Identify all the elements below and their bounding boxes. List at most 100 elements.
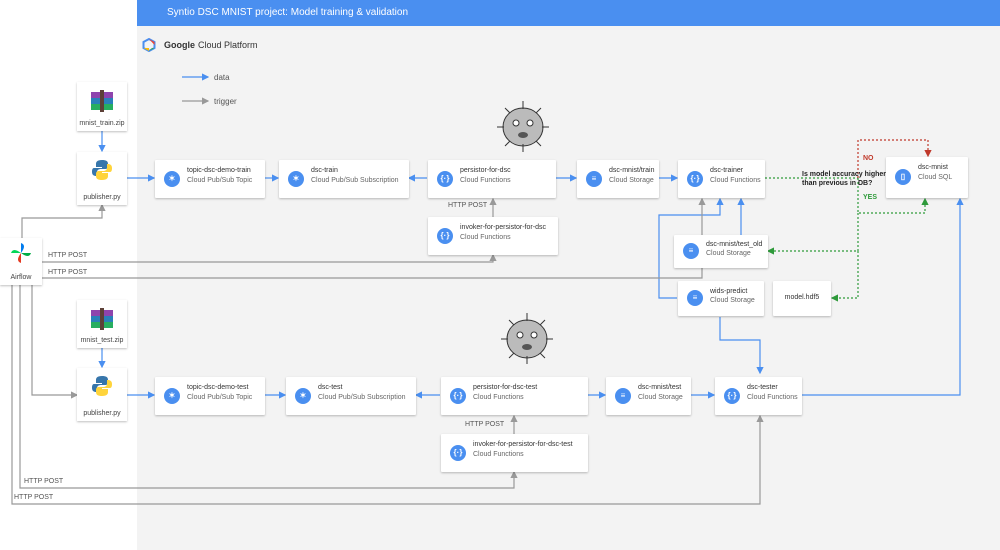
- card-type: Cloud Storage: [638, 394, 683, 401]
- diagram-title: Syntio DSC MNIST project: Model training…: [167, 7, 409, 18]
- conn-decision-no: [857, 139, 932, 178]
- conn-airflow-invoker-test: [19, 285, 518, 489]
- conn-decision-yes-db: [857, 178, 929, 214]
- conn-predict-trainer: [658, 197, 724, 299]
- pubsub-icon: ✶: [164, 388, 180, 404]
- legend-trigger-label: trigger: [214, 97, 237, 106]
- zip-file-test[interactable]: mnist_test.zip: [77, 300, 127, 348]
- zip-file-train[interactable]: mnist_train.zip: [77, 82, 127, 131]
- card-type: Cloud Functions: [747, 394, 798, 401]
- airflow-node[interactable]: Airflow: [0, 238, 42, 285]
- publisher-test[interactable]: publisher.py: [77, 368, 127, 421]
- decision-question: Is model accuracy higher than previous i…: [802, 171, 887, 187]
- card-type: Cloud Storage: [706, 250, 751, 257]
- card-name: invoker-for-persistor-for-dsc-test: [473, 441, 573, 448]
- cloud-storage-icon: ≡: [615, 388, 631, 404]
- card-name: dsc-mnist/train: [609, 167, 655, 174]
- trainer-card[interactable]: {·} dsc-trainer Cloud Functions: [678, 160, 765, 198]
- http-post-label: HTTP POST: [48, 269, 88, 276]
- card-name: wids-predict: [710, 288, 748, 295]
- zip-file-label: mnist_train.zip: [79, 120, 125, 127]
- http-post-label: HTTP POST: [448, 202, 488, 209]
- database-card[interactable]: ▯ dsc-mnist Cloud SQL: [886, 157, 968, 198]
- card-type: Cloud SQL: [918, 174, 953, 181]
- topic-test-card[interactable]: ✶ topic-dsc-demo-test Cloud Pub/Sub Topi…: [155, 377, 265, 415]
- card-name: invoker-for-persistor-for-dsc: [460, 224, 546, 231]
- gcp-logo-icon: [142, 38, 156, 52]
- card-name: dsc-tester: [747, 384, 778, 391]
- http-post-label: HTTP POST: [24, 478, 64, 485]
- card-name: persistor-for-dsc: [460, 167, 511, 174]
- card-type: Cloud Functions: [710, 177, 761, 184]
- cloud-functions-icon: {·}: [437, 228, 453, 244]
- card-name: topic-dsc-demo-test: [187, 384, 249, 391]
- card-name: dsc-test: [318, 384, 343, 391]
- card-type: Cloud Pub/Sub Subscription: [311, 177, 399, 184]
- cloud-storage-icon: ≡: [683, 243, 699, 259]
- conn-predict-tester: [719, 317, 764, 375]
- cloud-storage-icon: ≡: [687, 290, 703, 306]
- card-name: dsc-mnist: [918, 164, 948, 171]
- publisher-label: publisher.py: [83, 410, 121, 417]
- card-type: Cloud Functions: [473, 394, 524, 401]
- python-icon: [92, 376, 112, 396]
- conn-tester-db: [802, 197, 964, 396]
- subscription-test-card[interactable]: ✶ dsc-test Cloud Pub/Sub Subscription: [286, 377, 416, 415]
- card-name: dsc-mnist/test_old: [706, 241, 763, 248]
- card-type: Cloud Functions: [460, 234, 511, 241]
- model-file-card[interactable]: model.hdf5: [773, 281, 831, 316]
- python-icon: [92, 160, 112, 180]
- cloud-sql-icon: ▯: [895, 169, 911, 185]
- airflow-icon: [11, 243, 31, 263]
- publisher-label: publisher.py: [83, 194, 121, 201]
- model-file-label: model.hdf5: [784, 294, 820, 301]
- cloud-functions-icon: {·}: [450, 388, 466, 404]
- http-post-label: HTTP POST: [465, 421, 505, 428]
- decision-yes-label: YES: [863, 194, 878, 201]
- tester-card[interactable]: {·} dsc-tester Cloud Functions: [715, 377, 802, 415]
- topic-train-card[interactable]: ✶ topic-dsc-demo-train Cloud Pub/Sub Top…: [155, 160, 265, 198]
- archive-icon: [91, 308, 113, 330]
- conn-decision-model: [830, 251, 859, 302]
- pubsub-icon: ✶: [295, 388, 311, 404]
- conn-decision-testold: [766, 213, 859, 255]
- card-type: Cloud Pub/Sub Topic: [187, 394, 253, 401]
- testold-storage-card[interactable]: ≡ dsc-mnist/test_old Cloud Storage: [674, 235, 768, 268]
- gcp-brand: Google: [164, 40, 195, 50]
- gcp-product: Cloud Platform: [198, 40, 258, 50]
- airflow-label: Airflow: [10, 274, 32, 281]
- card-name: dsc-train: [311, 167, 338, 174]
- card-name: dsc-mnist/test: [638, 384, 682, 391]
- persistor-train-card[interactable]: {·} persistor-for-dsc Cloud Functions: [428, 160, 556, 198]
- card-type: Cloud Storage: [609, 177, 654, 184]
- http-post-label: HTTP POST: [14, 494, 54, 501]
- conn-airflow-publisher-train: [21, 203, 106, 238]
- legend-data-label: data: [214, 73, 230, 82]
- invoker-train-card[interactable]: {·} invoker-for-persistor-for-dsc Cloud …: [428, 217, 558, 255]
- card-name: topic-dsc-demo-train: [187, 167, 251, 174]
- storage-train-card[interactable]: ≡ dsc-mnist/train Cloud Storage: [577, 160, 659, 198]
- conn-airflow-tester: [11, 285, 764, 505]
- cloud-functions-icon: {·}: [437, 171, 453, 187]
- pubsub-icon: ✶: [288, 171, 304, 187]
- card-type: Cloud Storage: [710, 297, 755, 304]
- archive-icon: [91, 90, 113, 112]
- publisher-train[interactable]: publisher.py: [77, 152, 127, 205]
- conn-airflow-invoker-train: [42, 253, 497, 263]
- conn-airflow-trainer: [42, 197, 706, 279]
- card-name: dsc-trainer: [710, 167, 744, 174]
- cloud-storage-icon: ≡: [586, 171, 602, 187]
- persistor-test-card[interactable]: {·} persistor-for-dsc-test Cloud Functio…: [441, 377, 588, 415]
- card-name: persistor-for-dsc-test: [473, 384, 538, 391]
- card-type: Cloud Functions: [460, 177, 511, 184]
- predict-storage-card[interactable]: ≡ wids-predict Cloud Storage: [678, 281, 764, 316]
- cloud-functions-icon: {·}: [724, 388, 740, 404]
- http-post-label: HTTP POST: [48, 252, 88, 259]
- invoker-test-card[interactable]: {·} invoker-for-persistor-for-dsc-test C…: [441, 434, 588, 472]
- card-type: Cloud Functions: [473, 451, 524, 458]
- card-type: Cloud Pub/Sub Subscription: [318, 394, 406, 401]
- subscription-train-card[interactable]: ✶ dsc-train Cloud Pub/Sub Subscription: [279, 160, 409, 198]
- storage-test-card[interactable]: ≡ dsc-mnist/test Cloud Storage: [606, 377, 691, 415]
- zip-file-label: mnist_test.zip: [80, 337, 124, 344]
